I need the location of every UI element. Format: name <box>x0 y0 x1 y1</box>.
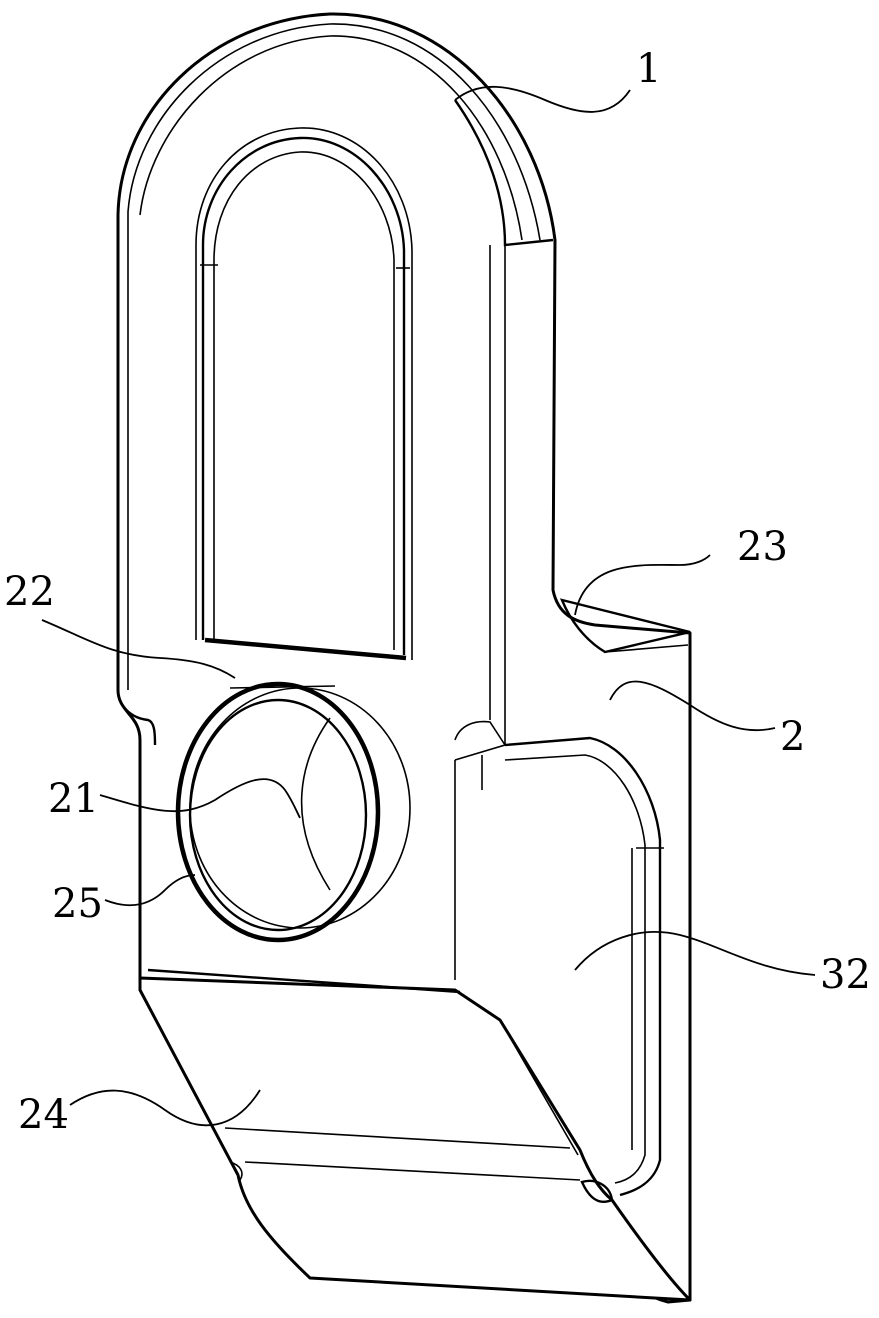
label-24: 24 <box>18 1092 69 1138</box>
leader-24 <box>69 1089 261 1127</box>
label-1: 1 <box>636 46 661 92</box>
right-pocket <box>454 720 664 1197</box>
label-25: 25 <box>52 881 103 927</box>
leader-1 <box>454 85 631 113</box>
leader-25 <box>104 874 196 907</box>
leader-2 <box>609 680 776 732</box>
label-2: 2 <box>780 714 805 760</box>
top-flange <box>560 598 691 654</box>
round-hole <box>175 681 411 943</box>
label-32: 32 <box>820 952 871 998</box>
leader-lines <box>41 85 816 1127</box>
bottom-tongue <box>138 968 692 1302</box>
leader-22 <box>41 619 236 679</box>
reference-labels: 1 23 22 2 21 25 32 24 <box>4 46 871 1138</box>
label-21: 21 <box>48 776 99 822</box>
arched-window <box>195 127 413 661</box>
leader-32 <box>574 931 816 976</box>
leader-23 <box>574 554 711 616</box>
label-23: 23 <box>737 524 788 570</box>
label-22: 22 <box>4 569 55 615</box>
leader-21 <box>99 778 301 819</box>
